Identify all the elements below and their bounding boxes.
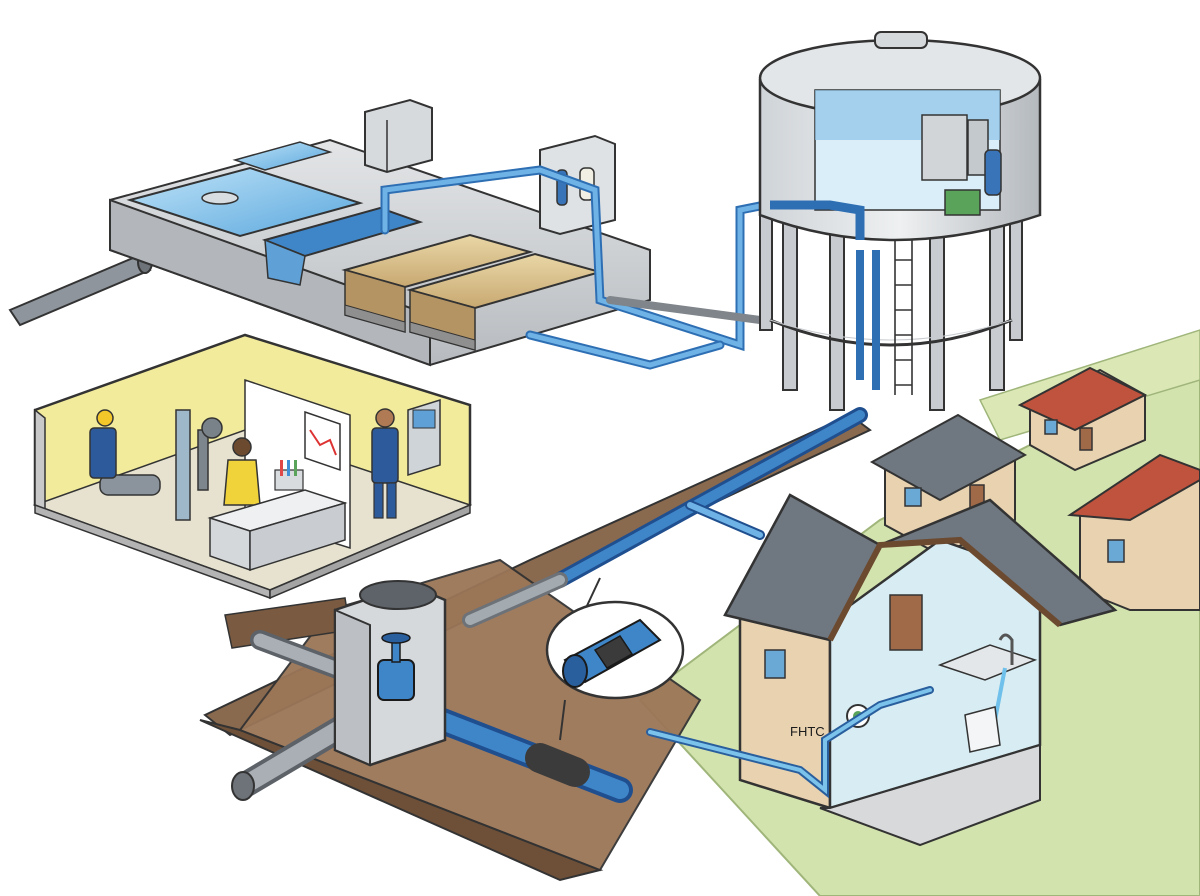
tank-control-panel: [921, 114, 1002, 216]
household-tap-connection: [646, 493, 1118, 847]
lab-technician: [223, 437, 261, 506]
gate-valve-icon: [377, 632, 415, 701]
water-treatment-plant: [8, 98, 770, 370]
top-basin: [232, 141, 333, 171]
lab-bench: [207, 460, 348, 572]
wall-chart: [304, 410, 341, 472]
kitchen-sink: [937, 633, 1038, 753]
house-back-right: [1017, 366, 1148, 472]
worker-pipe-maintenance: [89, 409, 161, 496]
process-piping: [380, 165, 770, 370]
fhtc-label: FHTC: [790, 724, 825, 739]
sedimentation-tank: [126, 166, 364, 238]
valve-chamber: [333, 580, 447, 767]
pipe-column-equipment: [175, 409, 223, 521]
scada-console: [407, 398, 441, 477]
control-room-and-laboratory: [32, 333, 473, 600]
reservoir-legs: [759, 209, 1023, 411]
distribution-main-pipe: [462, 407, 868, 628]
operator: [371, 408, 399, 519]
filter-bed-1: [341, 233, 534, 333]
reservoir-ladder: [894, 240, 913, 395]
pipe-joint-detail-callout: [545, 577, 685, 741]
electrical-panel: [364, 98, 433, 174]
inlet-pipe: [8, 250, 153, 327]
elevated-storage-reservoir: [758, 31, 1042, 411]
